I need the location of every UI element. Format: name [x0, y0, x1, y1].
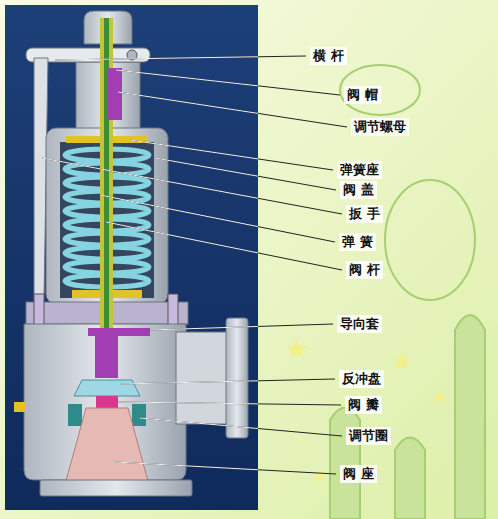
illustration-panel — [5, 5, 258, 510]
leader-lines — [42, 56, 347, 474]
part-label: 横 杆 — [310, 47, 347, 65]
part-label: 调节圈 — [346, 427, 391, 445]
part-label: 弹簧座 — [337, 161, 382, 179]
part-label: 阀 座 — [340, 465, 377, 483]
part-label: 反冲盘 — [339, 370, 384, 388]
part-label: 阀 帽 — [344, 86, 381, 104]
part-label: 阀 瓣 — [345, 396, 382, 414]
part-label: 阀 杆 — [346, 261, 383, 279]
part-label: 阀 盖 — [340, 181, 377, 199]
cactus-decoration — [330, 65, 485, 519]
part-label: 导向套 — [337, 315, 382, 333]
leader-lines-on-panel — [42, 56, 258, 474]
part-label: 扳 手 — [346, 205, 383, 223]
safety-valve — [14, 11, 248, 496]
part-label: 弹 簧 — [339, 233, 376, 251]
part-label: 调节螺母 — [351, 118, 409, 136]
star-decoration — [286, 338, 447, 483]
